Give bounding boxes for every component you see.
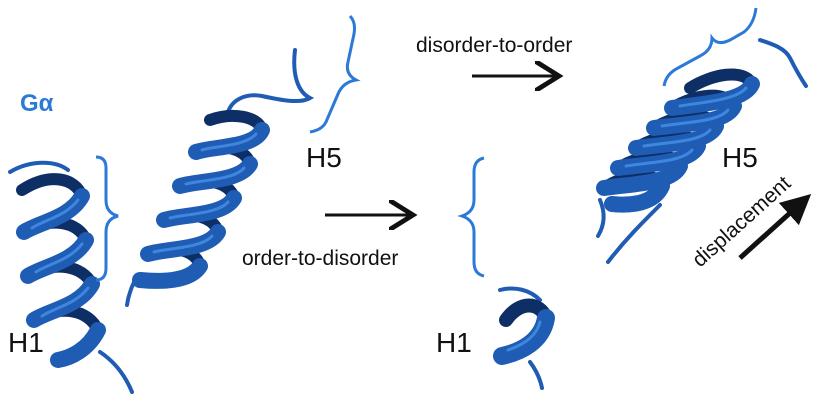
h5-label-left: H5 <box>306 142 342 173</box>
ga-label: Gα <box>20 90 54 117</box>
h1-bracket-left <box>95 155 119 282</box>
h5-bracket-right <box>662 7 758 87</box>
disorder-to-order-label: disorder-to-order <box>416 34 572 57</box>
h5-helix-left <box>125 48 315 307</box>
h5-bracket-left <box>309 14 361 134</box>
h5-helix-right <box>596 38 808 264</box>
disordered-bracket-middle <box>457 156 485 278</box>
h1-label-right: H1 <box>436 327 472 358</box>
h1-helix-left <box>8 160 134 394</box>
h1-helix-right <box>493 286 555 390</box>
h1-label-left: H1 <box>8 327 44 358</box>
displacement-arrow <box>738 193 812 260</box>
h5-label-right: H5 <box>722 142 758 173</box>
order-to-disorder-label: order-to-disorder <box>242 247 398 270</box>
